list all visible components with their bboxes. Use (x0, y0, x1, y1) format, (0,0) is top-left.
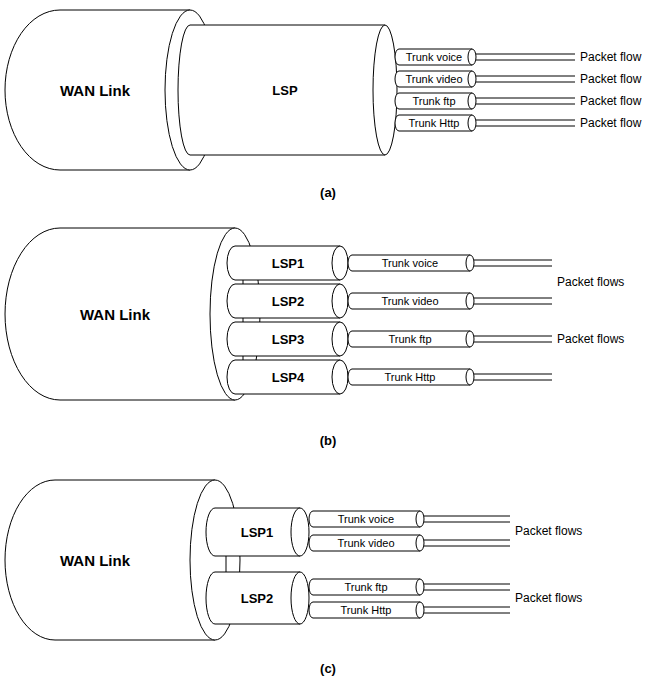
node-label: Trunk Http (409, 118, 460, 129)
trunk-cylinder: Trunk video (348, 293, 475, 309)
node-label: Trunk Http (341, 605, 392, 616)
panel-label: (c) (320, 662, 336, 675)
lsp-cylinder: LSP2 Trunk ftpTrunk Http (206, 572, 425, 625)
node-label: Trunk Http (385, 372, 436, 383)
panel-label: (a) (320, 186, 336, 199)
flow-label: Packet flows (515, 525, 582, 537)
trunk-cylinder: Trunk ftp (309, 579, 425, 595)
node-label: Trunk video (337, 538, 394, 549)
node-label: LSP1 (272, 257, 305, 270)
node-label: Trunk video (405, 74, 462, 85)
lsp-cylinder: LSP2 Trunk video (227, 284, 475, 319)
flow-label: Packet flows (515, 592, 582, 604)
lsp-cylinder: LSP1 Trunk voiceTrunk video (206, 508, 425, 557)
wan-link-cylinder: WAN Link LSP Trunk voiceTrunk videoTrunk f… (5, 10, 477, 171)
node-label: WAN Link (80, 307, 150, 322)
wan-link-cylinder: WAN LinkLSP1Trunk voiceTrunk videoLSP2Tr… (5, 480, 425, 641)
trunk-cylinder: Trunk voice (309, 511, 425, 527)
wan-link-cylinder: WAN LinkLSP1Trunk voiceLSP2Trunk videoLS… (5, 228, 475, 401)
lsp-cylinder: LSP3 Trunk ftp (227, 322, 475, 357)
trunk-cylinder: Trunk video (309, 535, 425, 551)
node-label: LSP2 (241, 592, 274, 605)
lsp-cylinder: LSP Trunk voiceTrunk videoTrunk ftpTrunk … (178, 25, 477, 156)
trunk-cylinder: Trunk Http (348, 369, 475, 385)
node-label: LSP4 (272, 371, 305, 384)
node-label: Trunk voice (406, 52, 462, 63)
flow-label: Packet flows (557, 333, 624, 345)
flow-label: Packet flow (580, 73, 641, 85)
trunk-cylinder: Trunk Http (309, 602, 425, 618)
trunk-cylinder: Trunk ftp (348, 331, 475, 347)
trunk-cylinder: Trunk Http (395, 115, 476, 131)
lsp-cylinder: LSP4 Trunk Http (227, 360, 475, 395)
node-label: LSP2 (272, 295, 305, 308)
node-label: WAN Link (60, 553, 130, 568)
trunk-cylinder: Trunk ftp (395, 93, 476, 109)
node-label: WAN Link (60, 83, 130, 98)
trunk-cylinder: Trunk video (395, 71, 476, 87)
node-label: Trunk voice (338, 514, 394, 525)
node-label: LSP1 (241, 526, 274, 539)
node-label: LSP (272, 84, 297, 97)
node-label: Trunk ftp (389, 334, 432, 345)
flow-label: Packet flow (580, 51, 641, 63)
node-label: Trunk video (381, 296, 438, 307)
node-label: Trunk ftp (413, 96, 456, 107)
flow-label: Packet flows (557, 276, 624, 288)
trunk-cylinder: Trunk voice (395, 49, 476, 65)
trunk-cylinder: Trunk voice (348, 255, 475, 271)
node-label: Trunk voice (382, 258, 438, 269)
flow-label: Packet flow (580, 95, 641, 107)
lsp-cylinder: LSP1 Trunk voice (227, 246, 475, 281)
panel-label: (b) (320, 434, 337, 447)
node-label: LSP3 (272, 333, 305, 346)
node-label: Trunk ftp (345, 582, 388, 593)
flow-label: Packet flow (580, 117, 641, 129)
